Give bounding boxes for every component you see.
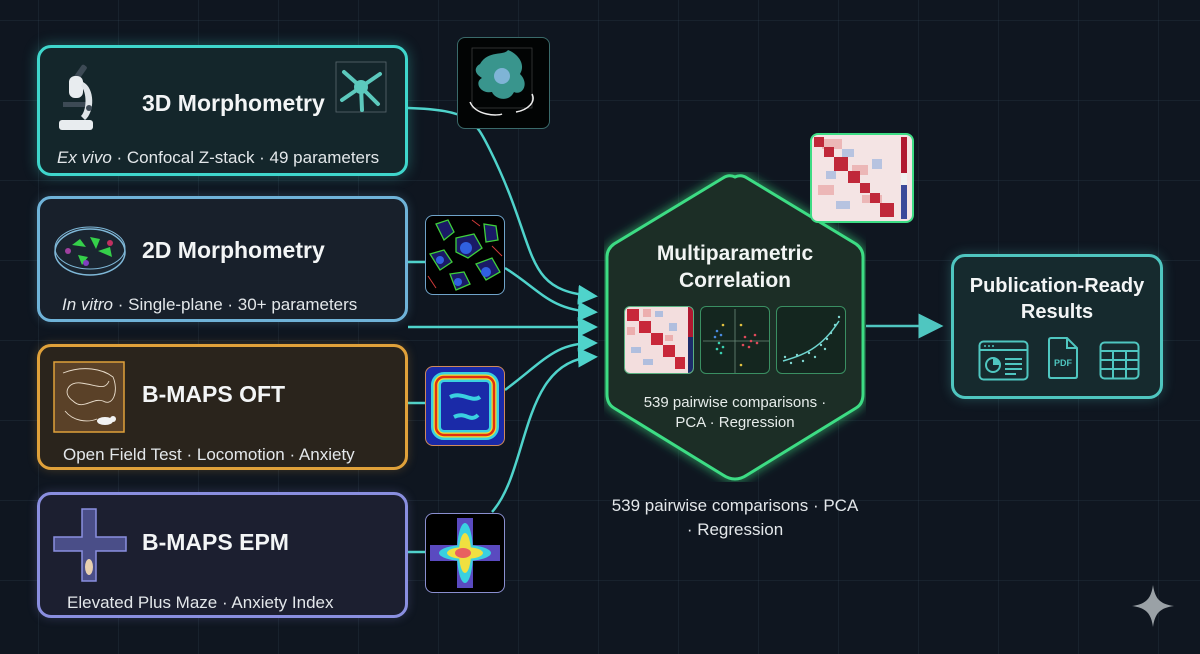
table-icon xyxy=(1099,341,1140,380)
input-card-3d-morphometry[interactable]: 3D Morphometry Ex vivo · Confocal Z-stac… xyxy=(37,45,408,176)
card-subtitle: Ex vivo · Confocal Z-stack · 49 paramete… xyxy=(57,148,380,167)
hub-caption: 539 pairwise comparisons ·PCA · Regressi… xyxy=(643,394,827,431)
input-card-bmaps-epm[interactable]: B-MAPS EPM Elevated Plus Maze · Anxiety … xyxy=(37,492,408,618)
card-title: B-MAPS EPM xyxy=(142,529,289,555)
input-card-bmaps-oft[interactable]: B-MAPS OFT Open Field Test · Locomotion … xyxy=(37,344,408,470)
card-subtitle: Open Field Test · Locomotion · Anxiety xyxy=(63,445,355,464)
3d-cell-mesh-thumbnail xyxy=(457,37,550,129)
card-subtitle: In vitro · Single-plane · 30+ parameters xyxy=(62,295,358,314)
card-title: 3D Morphometry xyxy=(142,90,325,116)
dashboard-report-icon xyxy=(978,340,1029,381)
pdf-file-icon: PDF xyxy=(1047,336,1079,380)
card-title: B-MAPS OFT xyxy=(142,381,286,407)
pca-scatter-mini-chart xyxy=(700,306,770,374)
card-subtitle: Elevated Plus Maze · Anxiety Index xyxy=(67,593,334,612)
regression-mini-chart xyxy=(776,306,846,374)
open-field-heatmap-thumbnail xyxy=(425,366,505,446)
card-title: 2D Morphometry xyxy=(142,237,325,263)
plus-maze-heatmap-thumbnail xyxy=(425,513,505,593)
correlation-heatmap-thumbnail xyxy=(810,133,914,223)
fluorescent-cells-thumbnail xyxy=(425,215,505,295)
open-field-track-icon xyxy=(53,361,125,433)
plus-maze-icon xyxy=(53,508,127,582)
input-card-2d-morphometry[interactable]: 2D Morphometry In vitro · Single-plane ·… xyxy=(37,196,408,322)
sparkle-icon xyxy=(1132,585,1174,627)
hub-caption-below: 539 pairwise comparisons · PCA· Regressi… xyxy=(611,496,859,539)
pdf-label: PDF xyxy=(1054,358,1072,368)
petri-dish-icon xyxy=(54,226,126,276)
correlation-matrix-mini-chart xyxy=(624,306,694,374)
neuron-3d-icon xyxy=(335,61,387,113)
microscope-icon xyxy=(59,64,93,130)
